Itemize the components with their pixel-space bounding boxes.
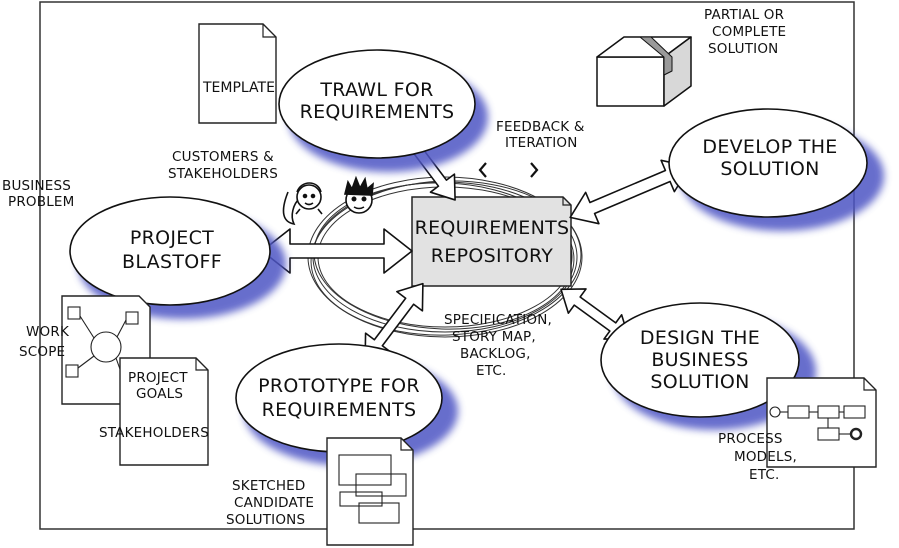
develop-line-1: DEVELOP THE: [702, 136, 837, 158]
bubble-blastoff: PROJECT BLASTOFF: [69, 196, 286, 319]
sketched-label-2: CANDIDATE: [234, 495, 314, 511]
stakeholders-label: STAKEHOLDERS: [99, 425, 209, 441]
bubble-prototype: PROTOTYPE FOR REQUIREMENTS: [235, 343, 458, 466]
process-models-label-2: MODELS,: [734, 449, 797, 465]
feedback-label-1: FEEDBACK &: [496, 119, 585, 135]
solution-label-2: COMPLETE: [712, 24, 786, 40]
blastoff-line-2: BLASTOFF: [122, 251, 222, 273]
sketched-label-3: SOLUTIONS: [226, 512, 305, 528]
trawl-line-1: TRAWL FOR: [319, 79, 433, 101]
process-models-label-3: ETC.: [749, 467, 780, 483]
sketched-label-1: SKETCHED: [232, 478, 306, 494]
design-line-3: SOLUTION: [650, 371, 749, 393]
design-line-2: BUSINESS: [651, 349, 748, 371]
process-models-document: [766, 377, 877, 468]
specification-label-2: STORY MAP,: [452, 329, 536, 345]
specification-label-3: BACKLOG,: [460, 346, 531, 362]
requirements-repository: REQUIREMENTS REPOSITORY: [411, 196, 572, 287]
project-goals-document: [119, 357, 209, 466]
arrow-blastoff-repository: [261, 228, 413, 274]
customer-face-icon: [282, 182, 323, 226]
bubble-trawl: TRAWL FOR REQUIREMENTS: [278, 49, 488, 172]
trawl-line-2: REQUIREMENTS: [300, 101, 455, 123]
prototype-line-2: REQUIREMENTS: [262, 399, 417, 421]
bubble-develop: DEVELOP THE SOLUTION: [668, 108, 884, 231]
solution-label-3: SOLUTION: [708, 41, 778, 57]
prototype-line-1: PROTOTYPE FOR: [258, 375, 420, 397]
bubble-design: DESIGN THE BUSINESS SOLUTION: [600, 302, 816, 430]
solution-label-1: PARTIAL OR: [704, 7, 784, 23]
specification-label-1: SPECIFICATION,: [444, 312, 552, 328]
stakeholder-face-icon: [343, 175, 374, 214]
feedback-label-2: ITERATION: [505, 135, 578, 151]
design-line-1: DESIGN THE: [640, 327, 760, 349]
process-models-label-1: PROCESS: [718, 431, 783, 447]
repository-line-2: REPOSITORY: [431, 245, 554, 267]
template-document: TEMPLATE: [198, 23, 277, 124]
repository-line-1: REQUIREMENTS: [415, 217, 570, 239]
solution-box-icon: [596, 36, 692, 107]
sketched-solutions-document: [326, 437, 414, 546]
project-goals-label-2: GOALS: [136, 386, 183, 402]
specification-label-4: ETC.: [476, 363, 507, 379]
arrow-repository-prototype: [364, 282, 424, 362]
customers-label-1: CUSTOMERS &: [172, 149, 274, 165]
work-scope-label-1: WORK: [26, 324, 70, 340]
business-problem-label-2: PROBLEM: [8, 194, 75, 210]
blastoff-line-1: PROJECT: [130, 227, 214, 249]
template-label: TEMPLATE: [202, 80, 275, 96]
feedback-chevrons: [478, 162, 539, 178]
business-problem-label-1: BUSINESS: [2, 178, 71, 194]
work-scope-label-2: SCOPE: [19, 344, 65, 360]
project-goals-label-1: PROJECT: [128, 370, 188, 386]
customers-label-2: STAKEHOLDERS: [168, 166, 278, 182]
develop-line-2: SOLUTION: [720, 158, 819, 180]
